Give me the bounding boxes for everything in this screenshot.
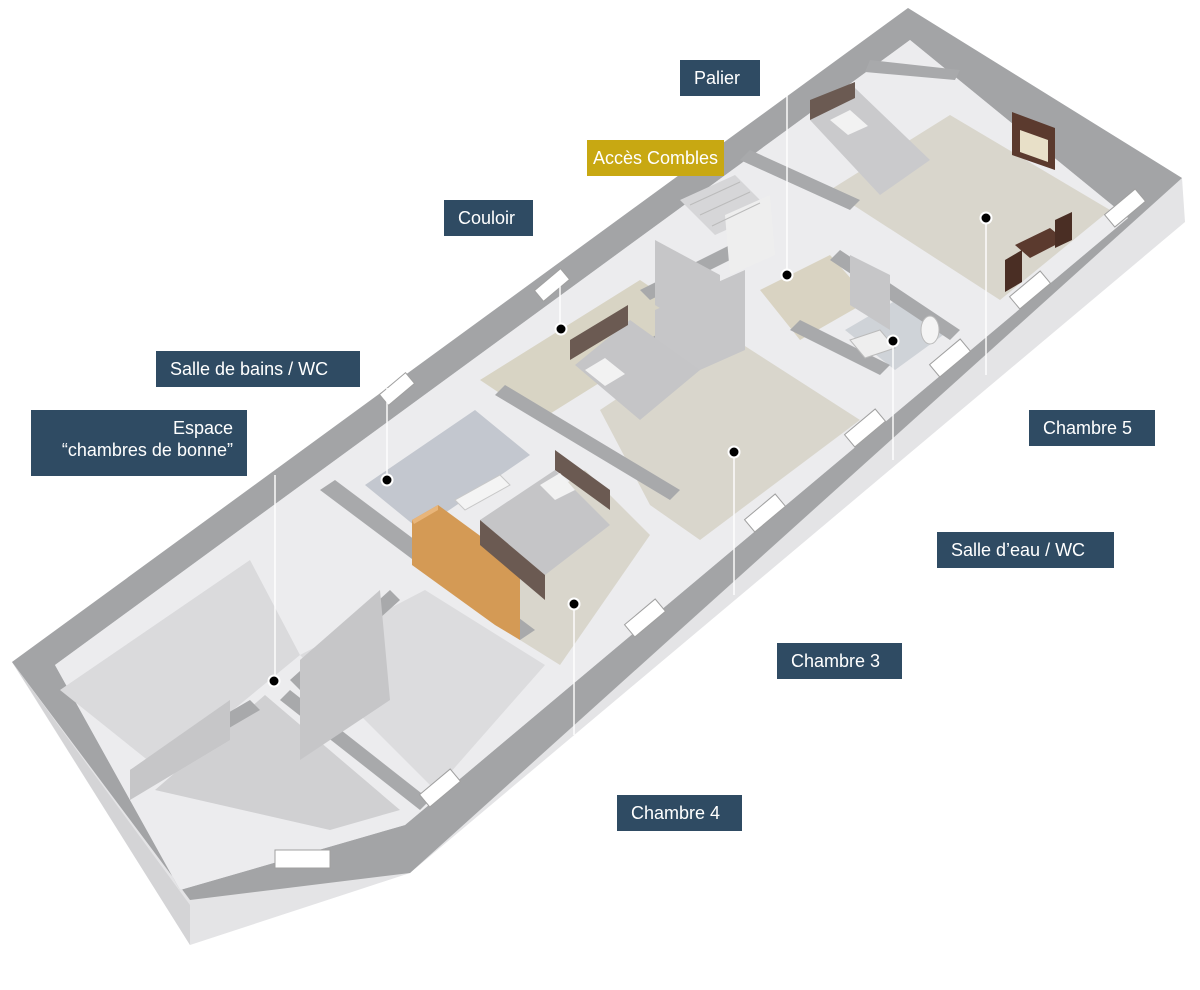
room-markers [267,211,993,688]
espace-floor-2 [155,695,400,830]
label-chambre-3: Chambre 3 [777,643,902,679]
marker-salle-de-bains [380,473,394,487]
wardrobe [412,505,520,640]
marker-chambre-5 [979,211,993,225]
espace-floor [60,560,300,770]
marker-palier [780,268,794,282]
leader-lines [274,95,987,735]
marker-chambre-4 [567,597,581,611]
bathroom-fixtures [849,315,940,359]
marker-couloir [554,322,568,336]
windows [274,188,1147,869]
marker-salle-d-eau [886,334,900,348]
label-espace-line-1: Espace [172,418,233,438]
marker-chambre-3 [727,445,741,459]
label-salle-d-eau: Salle d’eau / WC [937,532,1114,568]
label-palier: Palier [680,60,760,96]
fireplace [1012,112,1055,170]
label-chambre-5: Chambre 5 [1029,410,1155,446]
stairs [680,175,775,275]
bed-chambre-3 [570,305,700,420]
bed-chambre-5 [810,82,930,195]
label-salle-de-bains: Salle de bains / WC [156,351,360,387]
label-couloir: Couloir [444,200,533,236]
bed-chambre-4 [480,450,610,600]
table-and-chairs [1005,212,1072,292]
marker-espace [267,674,281,688]
label-espace: Espace “chambres de bonne” [31,410,247,476]
outer-wall-top [12,8,1182,900]
interior-wall-faces [130,240,890,800]
salle-de-bains-floor [365,410,530,530]
bathtub [454,474,511,511]
label-espace-line-2: “chambres de bonne” [61,440,233,460]
couloir-floor [480,280,700,420]
label-acces-combles: Accès Combles [587,140,725,176]
label-chambre-4: Chambre 4 [617,795,742,831]
